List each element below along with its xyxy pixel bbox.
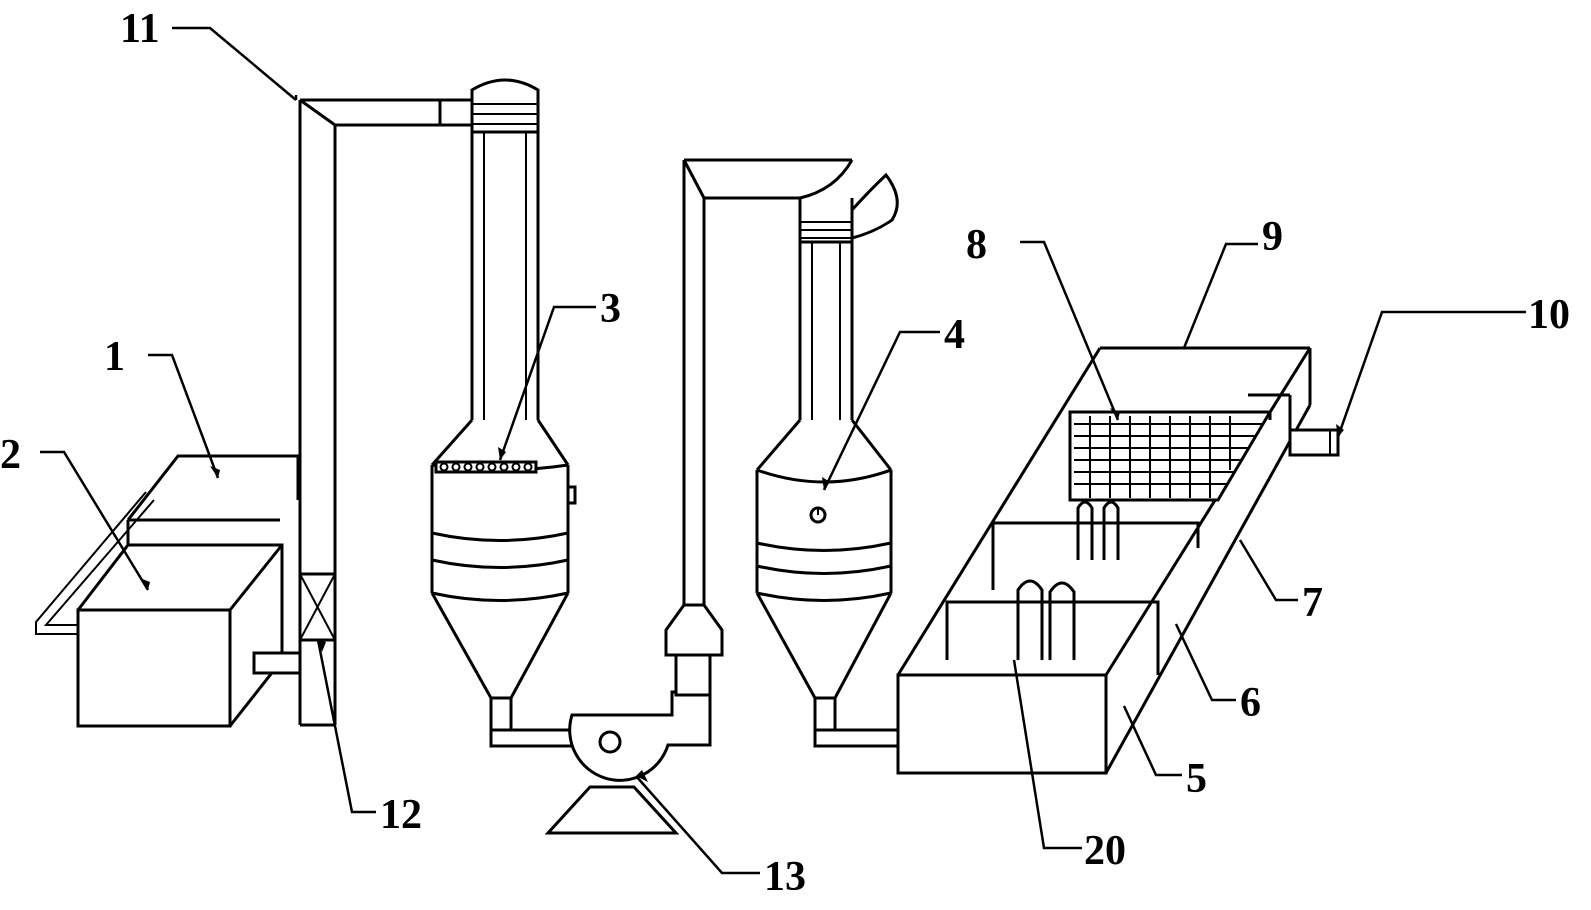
filter-8 xyxy=(1068,410,1273,502)
label-1: 1 xyxy=(104,334,125,380)
cyclone-tower-3 xyxy=(430,78,577,748)
label-20: 20 xyxy=(1084,828,1126,874)
label-7: 7 xyxy=(1302,580,1323,626)
tower-4 xyxy=(755,172,899,748)
label-10: 10 xyxy=(1528,292,1570,338)
label-6: 6 xyxy=(1240,680,1261,726)
label-4: 4 xyxy=(944,312,965,358)
label-12: 12 xyxy=(380,792,422,838)
compartment-6 xyxy=(945,600,1160,675)
riser-pipe xyxy=(664,158,854,697)
label-5: 5 xyxy=(1186,756,1207,802)
label-9: 9 xyxy=(1262,214,1283,260)
label-3: 3 xyxy=(600,286,621,332)
label-11: 11 xyxy=(120,6,160,52)
damper-valve xyxy=(298,572,337,642)
outlet-10 xyxy=(1288,428,1340,457)
part-labels: 11 1 2 3 4 8 9 10 7 6 5 20 13 12 xyxy=(0,6,1570,900)
tank-1 xyxy=(126,454,300,545)
connecting-pipes-20 xyxy=(1016,500,1120,660)
label-13: 13 xyxy=(764,854,806,900)
fan-13 xyxy=(544,690,712,835)
leader-arrowheads xyxy=(140,408,1344,782)
vertical-duct xyxy=(252,98,472,727)
tank-9 xyxy=(896,346,1312,775)
compartment-7 xyxy=(991,521,1200,590)
spray-nozzle-row xyxy=(434,460,538,474)
leader-lines xyxy=(40,26,1526,875)
filter-mesh xyxy=(1074,416,1262,498)
label-8: 8 xyxy=(966,222,987,268)
label-2: 2 xyxy=(0,432,21,478)
tank-2 xyxy=(76,543,284,728)
